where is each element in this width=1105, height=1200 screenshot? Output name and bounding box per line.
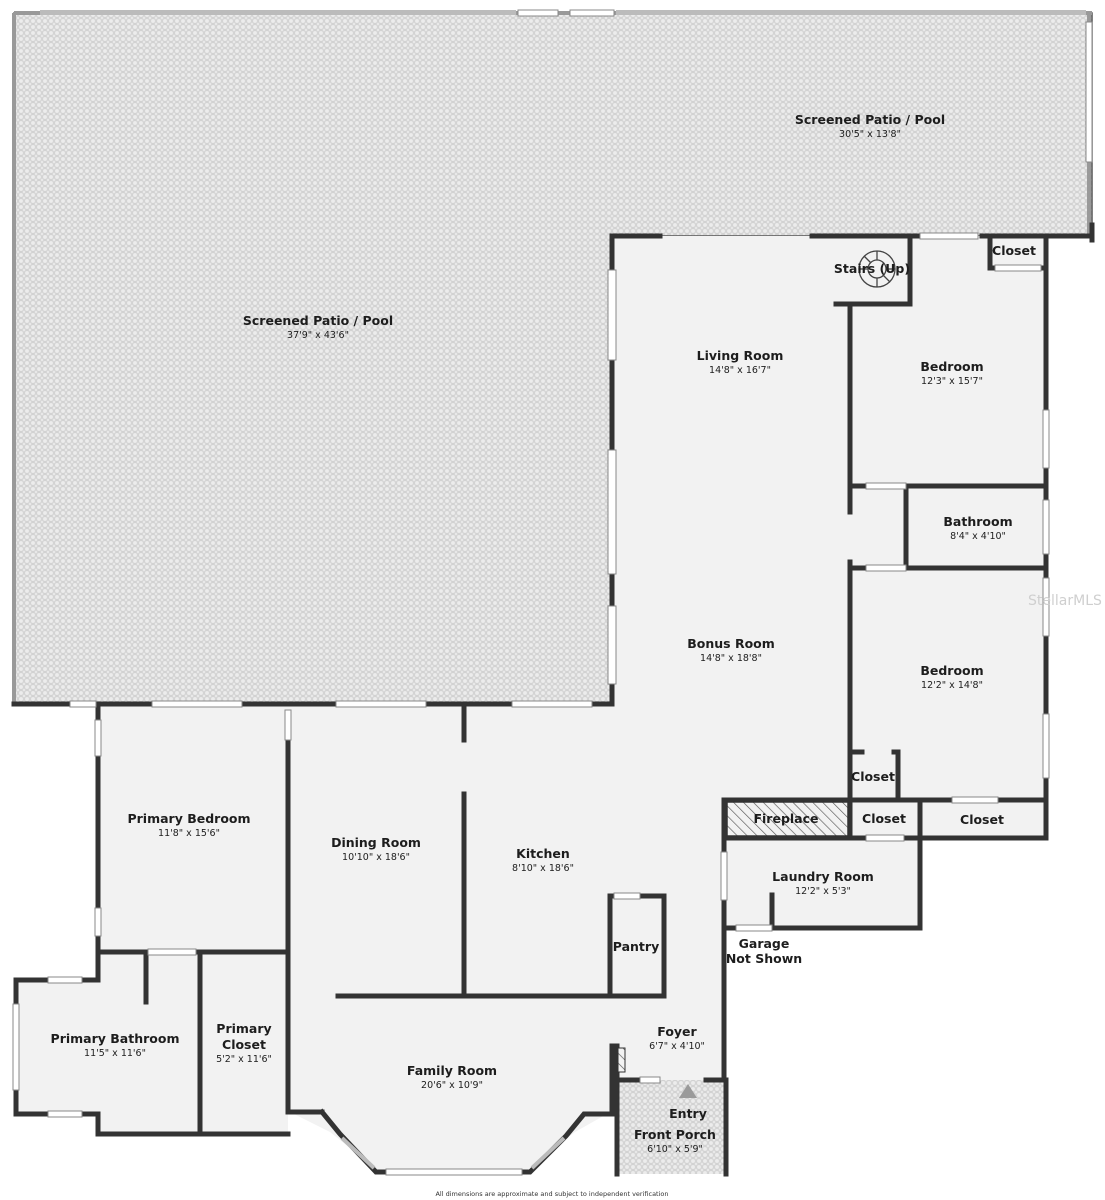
closet-right-label: Closet <box>960 812 1004 827</box>
entry-arrow-icon <box>679 1084 697 1098</box>
bedroom-upper-name: Bedroom <box>920 359 983 374</box>
room-labels: Screened Patio / Pool 30'5" x 13'8" Scre… <box>51 112 1036 1155</box>
patio-pool-top-name: Screened Patio / Pool <box>795 112 945 127</box>
primary-closet-dims: 5'2" x 11'6" <box>216 1054 272 1065</box>
bedroom-lower-name: Bedroom <box>920 663 983 678</box>
bonus-room-name: Bonus Room <box>687 636 775 651</box>
closet-top-label: Closet <box>992 243 1036 258</box>
dining-room-dims: 10'10" x 18'6" <box>342 852 410 863</box>
windows <box>12 232 1050 1176</box>
laundry-room-dims: 12'2" x 5'3" <box>795 886 851 897</box>
primary-closet-line2: Closet <box>222 1037 266 1052</box>
laundry-room-name: Laundry Room <box>772 869 874 884</box>
dining-room-name: Dining Room <box>331 835 421 850</box>
primary-bathroom-name: Primary Bathroom <box>51 1031 180 1046</box>
garage-line1: Garage <box>739 936 790 951</box>
foyer-dims: 6'7" x 4'10" <box>649 1041 705 1052</box>
patio-pool-top-dims: 30'5" x 13'8" <box>839 129 901 140</box>
kitchen-name: Kitchen <box>516 846 570 861</box>
kitchen-dims: 8'10" x 18'6" <box>512 863 574 874</box>
patio-screen-marks <box>40 9 1093 163</box>
family-room-name: Family Room <box>407 1063 497 1078</box>
watermark: StellarMLS <box>1028 593 1102 609</box>
garage-line2: Not Shown <box>726 951 802 966</box>
foyer-post <box>617 1047 626 1073</box>
primary-bathroom-dims: 11'5" x 11'6" <box>84 1048 146 1059</box>
primary-closet-line1: Primary <box>216 1021 271 1036</box>
front-porch-dims: 6'10" x 5'9" <box>647 1144 703 1155</box>
living-room-name: Living Room <box>697 348 784 363</box>
pantry-label: Pantry <box>613 939 659 954</box>
stairs-label: Stairs (Up) <box>834 261 910 276</box>
interior-floors <box>16 236 1046 1174</box>
family-room-dims: 20'6" x 10'9" <box>421 1080 483 1091</box>
living-room-dims: 14'8" x 16'7" <box>709 365 771 376</box>
bonus-room-dims: 14'8" x 18'8" <box>700 653 762 664</box>
foyer-name: Foyer <box>657 1024 697 1039</box>
bathroom-dims: 8'4" x 4'10" <box>950 531 1006 542</box>
fireplace-label: Fireplace <box>753 811 818 826</box>
disclaimer: All dimensions are approximate and subje… <box>435 1190 668 1198</box>
bedroom-upper-dims: 12'3" x 15'7" <box>921 376 983 387</box>
entry-label: Entry <box>669 1106 707 1121</box>
front-porch-name: Front Porch <box>634 1127 716 1142</box>
patio-pool-main-name: Screened Patio / Pool <box>243 313 393 328</box>
fireplace-hearth <box>726 801 849 837</box>
closet-small-label: Closet <box>851 769 895 784</box>
primary-bedroom-dims: 11'8" x 15'6" <box>158 828 220 839</box>
stairs-icon <box>858 250 896 288</box>
patio-pool-main-dims: 37'9" x 43'6" <box>287 330 349 341</box>
bathroom-name: Bathroom <box>943 514 1012 529</box>
closet-mid-label: Closet <box>862 811 906 826</box>
primary-bedroom-name: Primary Bedroom <box>127 811 250 826</box>
bedroom-lower-dims: 12'2" x 14'8" <box>921 680 983 691</box>
bay-windows <box>340 1136 566 1170</box>
